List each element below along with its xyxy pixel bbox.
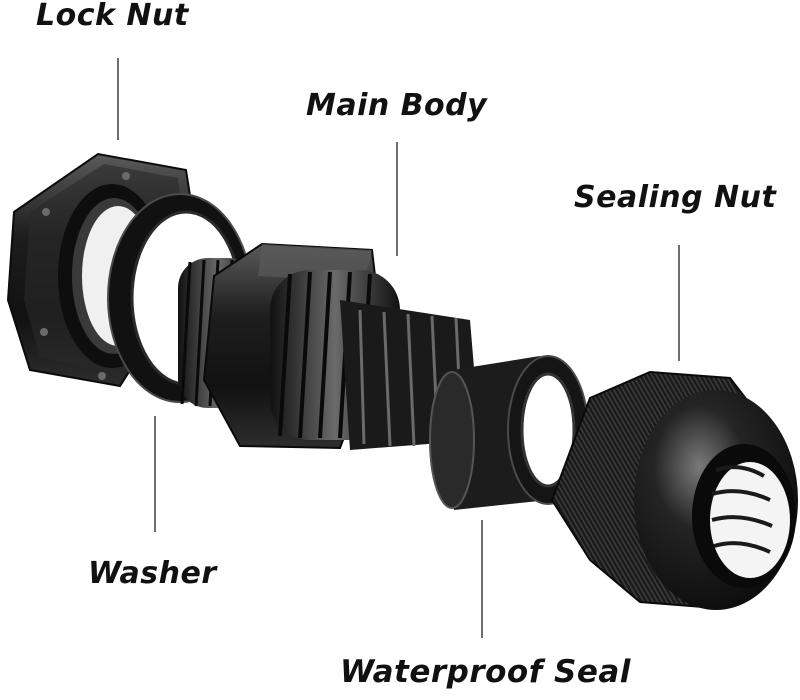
washer-label: Washer (88, 556, 217, 591)
waterproof-seal-leader-line (481, 520, 483, 638)
sealing-nut-leader-line (678, 245, 680, 361)
sealing-nut-label: Sealing Nut (574, 180, 777, 215)
lock-nut-leader-line (117, 58, 119, 140)
main-body-leader-line (396, 142, 398, 256)
main-body-label: Main Body (306, 88, 488, 123)
washer-leader-line (154, 416, 156, 532)
lock-nut-label: Lock Nut (36, 0, 189, 33)
waterproof-seal-label: Waterproof Seal (340, 654, 631, 690)
sealing-nut-part (550, 370, 798, 610)
waterproof-seal-part (429, 355, 590, 510)
